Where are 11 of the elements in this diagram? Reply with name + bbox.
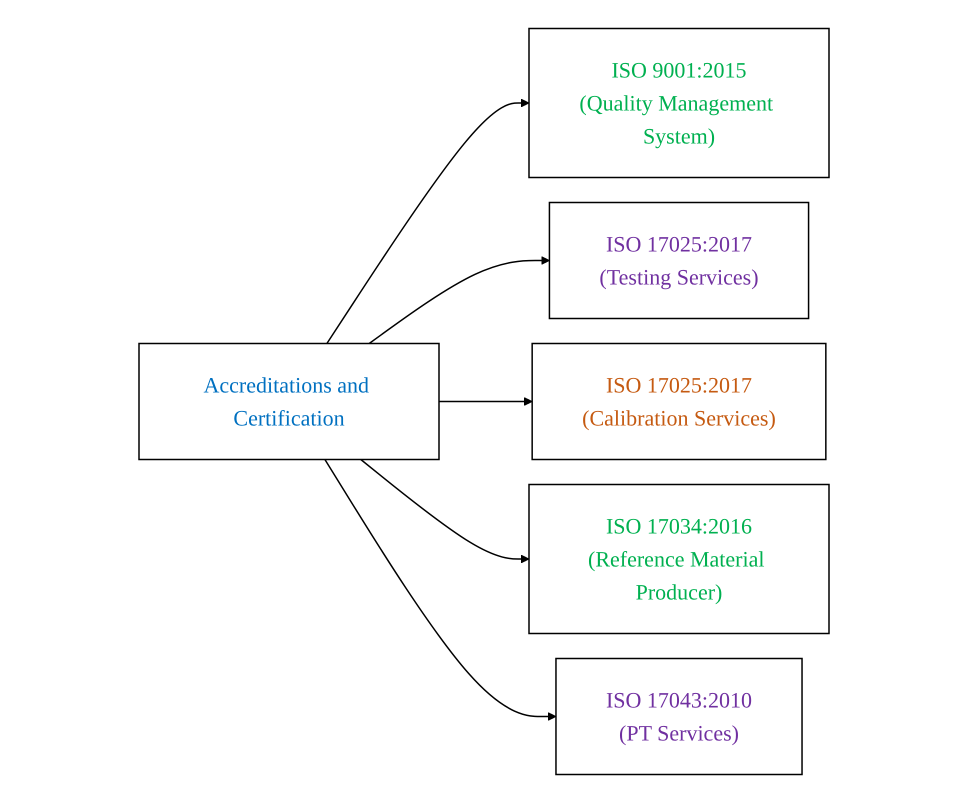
arrow [439,397,533,406]
arrow [368,256,550,344]
node-box: ISO 9001:2015 (Quality Management System) [528,28,830,178]
arrow [360,458,530,564]
arrow [326,98,530,344]
node-box: ISO 17034:2016 (Reference Material Producer) [528,484,830,634]
node-box: ISO 17025:2017 (Calibration Services) [531,342,827,460]
node-box: Accreditations and Certification [138,342,440,460]
arrow [324,459,556,721]
node-box: ISO 17043:2010 (PT Services) [555,658,803,776]
node-box: ISO 17025:2017 (Testing Services) [548,202,810,320]
